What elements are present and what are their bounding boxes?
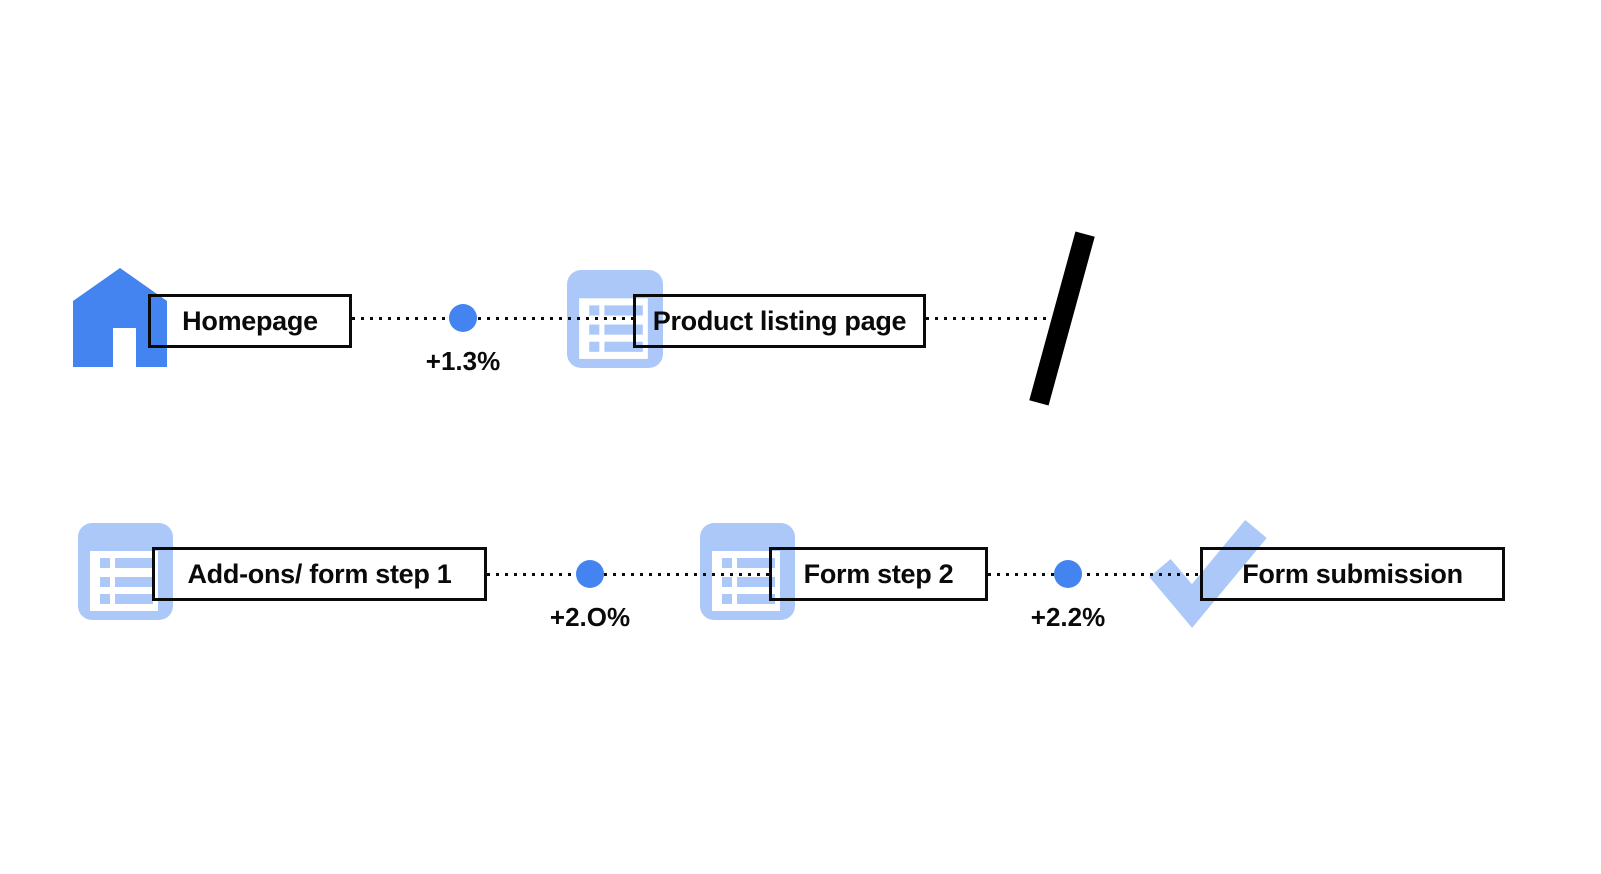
step-label-box: Add-ons/ form step 1 [152,547,487,601]
step-label: Add-ons/ form step 1 [187,558,452,589]
step-label-fill [769,547,988,601]
step-label: Homepage [182,305,318,336]
conversion-delta: +1.3% [425,346,501,376]
conversion-delta: +2.O% [549,602,631,632]
step-label-box: Product listing page [633,294,926,348]
step-label-fill [148,294,352,348]
conversion-dot [1054,560,1082,588]
dotted-connector [988,573,1200,576]
step-label: Product listing page [652,305,907,336]
step-label-fill [152,547,487,601]
step-label-box: Form step 2 [769,547,988,601]
conversion-delta: +2.2% [1030,602,1106,632]
step-label: Form submission [1242,558,1463,589]
step-label-box: Form submission [1200,547,1505,601]
step-label-fill [633,294,926,348]
dotted-connector [352,317,633,320]
home-icon [73,268,167,367]
step-label: Form step 2 [803,558,954,589]
conversion-dot [449,304,477,332]
check-icon [1149,520,1267,628]
dotted-connector [487,573,769,576]
step-label-box: Homepage [148,294,352,348]
dotted-connector [926,317,1046,320]
conversion-dot [576,560,604,588]
list-icon [78,523,173,620]
